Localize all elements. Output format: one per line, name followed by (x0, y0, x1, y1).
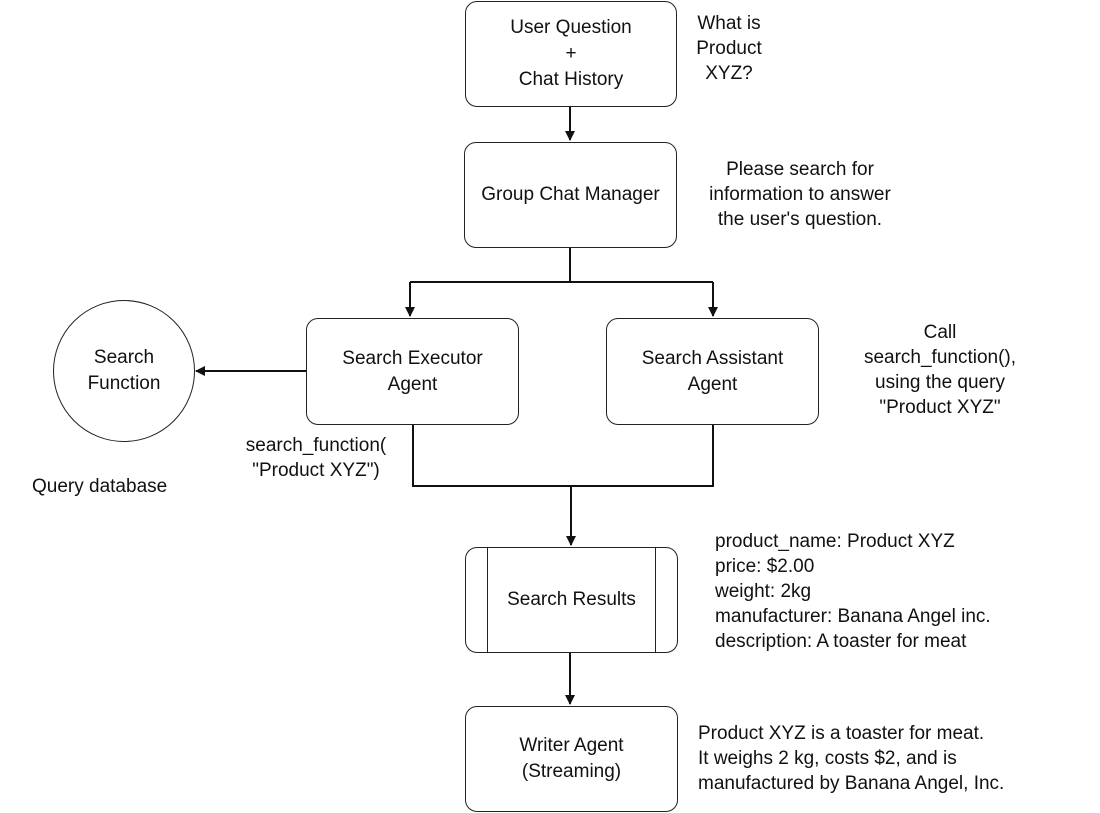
node-line: (Streaming) (521, 761, 622, 782)
note-line: manufacturer: Banana Angel inc. (715, 606, 991, 627)
note-search-results: product_name: Product XYZ price: $2.00 w… (715, 529, 991, 654)
node-line: Agent (387, 373, 438, 395)
note-executor-call: search_function( "Product XYZ") (226, 433, 406, 483)
note-line: the user's question. (717, 209, 883, 230)
note-line: search_function(), (863, 347, 1017, 368)
node-user-question: User Question + Chat History (465, 1, 677, 107)
note-line: "Product XYZ") (252, 460, 380, 481)
note-line: Please search for (726, 159, 874, 180)
node-search-assistant-agent: Search Assistant Agent (606, 318, 819, 425)
node-line: Agent (687, 373, 738, 395)
node-line: Search Executor (342, 347, 483, 369)
node-search-executor-agent: Search Executor Agent (306, 318, 519, 425)
note-writer: Product XYZ is a toaster for meat. It we… (698, 721, 1004, 796)
note-line: Query database (32, 476, 168, 497)
note-line: manufactured by Banana Angel, Inc. (698, 773, 1005, 794)
process-bar-right (655, 548, 656, 652)
node-line: Search Assistant (641, 347, 784, 369)
note-line: price: $2.00 (715, 556, 815, 577)
note-line: Product (696, 38, 762, 59)
note-line: Call (923, 322, 957, 343)
note-line: search_function( (245, 435, 387, 456)
note-line: What is (697, 13, 761, 34)
node-line: Search Results (507, 589, 636, 610)
note-line: It weighs 2 kg, costs $2, and is (698, 748, 957, 769)
connector-manager-split (410, 248, 713, 283)
note-line: product_name: Product XYZ (715, 531, 955, 552)
note-manager: Please search for information to answer … (688, 157, 912, 232)
node-line: Function (87, 373, 161, 394)
node-line: + (565, 43, 577, 64)
node-line: Writer Agent (519, 735, 624, 756)
note-assistant: Call search_function(), using the query … (840, 320, 1040, 420)
node-writer-agent: Writer Agent (Streaming) (465, 706, 678, 812)
note-line: description: A toaster for meat (715, 631, 967, 652)
note-line: using the query (875, 372, 1005, 393)
note-line: XYZ? (705, 63, 753, 84)
process-bar-left (487, 548, 488, 652)
note-line: "Product XYZ" (879, 397, 1001, 418)
note-user-question: What is Product XYZ? (684, 11, 774, 86)
note-line: information to answer (709, 184, 891, 205)
node-line: User Question (510, 17, 632, 38)
node-group-chat-manager: Group Chat Manager (464, 142, 677, 248)
node-search-results: Search Results (465, 547, 678, 653)
node-line: Search (93, 347, 155, 368)
connector-agents-join (412, 425, 714, 487)
note-line: Product XYZ is a toaster for meat. (698, 723, 985, 744)
note-line: weight: 2kg (715, 581, 812, 602)
node-search-function: Search Function (53, 300, 195, 442)
node-line: Chat History (518, 69, 624, 90)
node-line: Group Chat Manager (481, 184, 660, 205)
note-query-database: Query database (32, 474, 167, 499)
